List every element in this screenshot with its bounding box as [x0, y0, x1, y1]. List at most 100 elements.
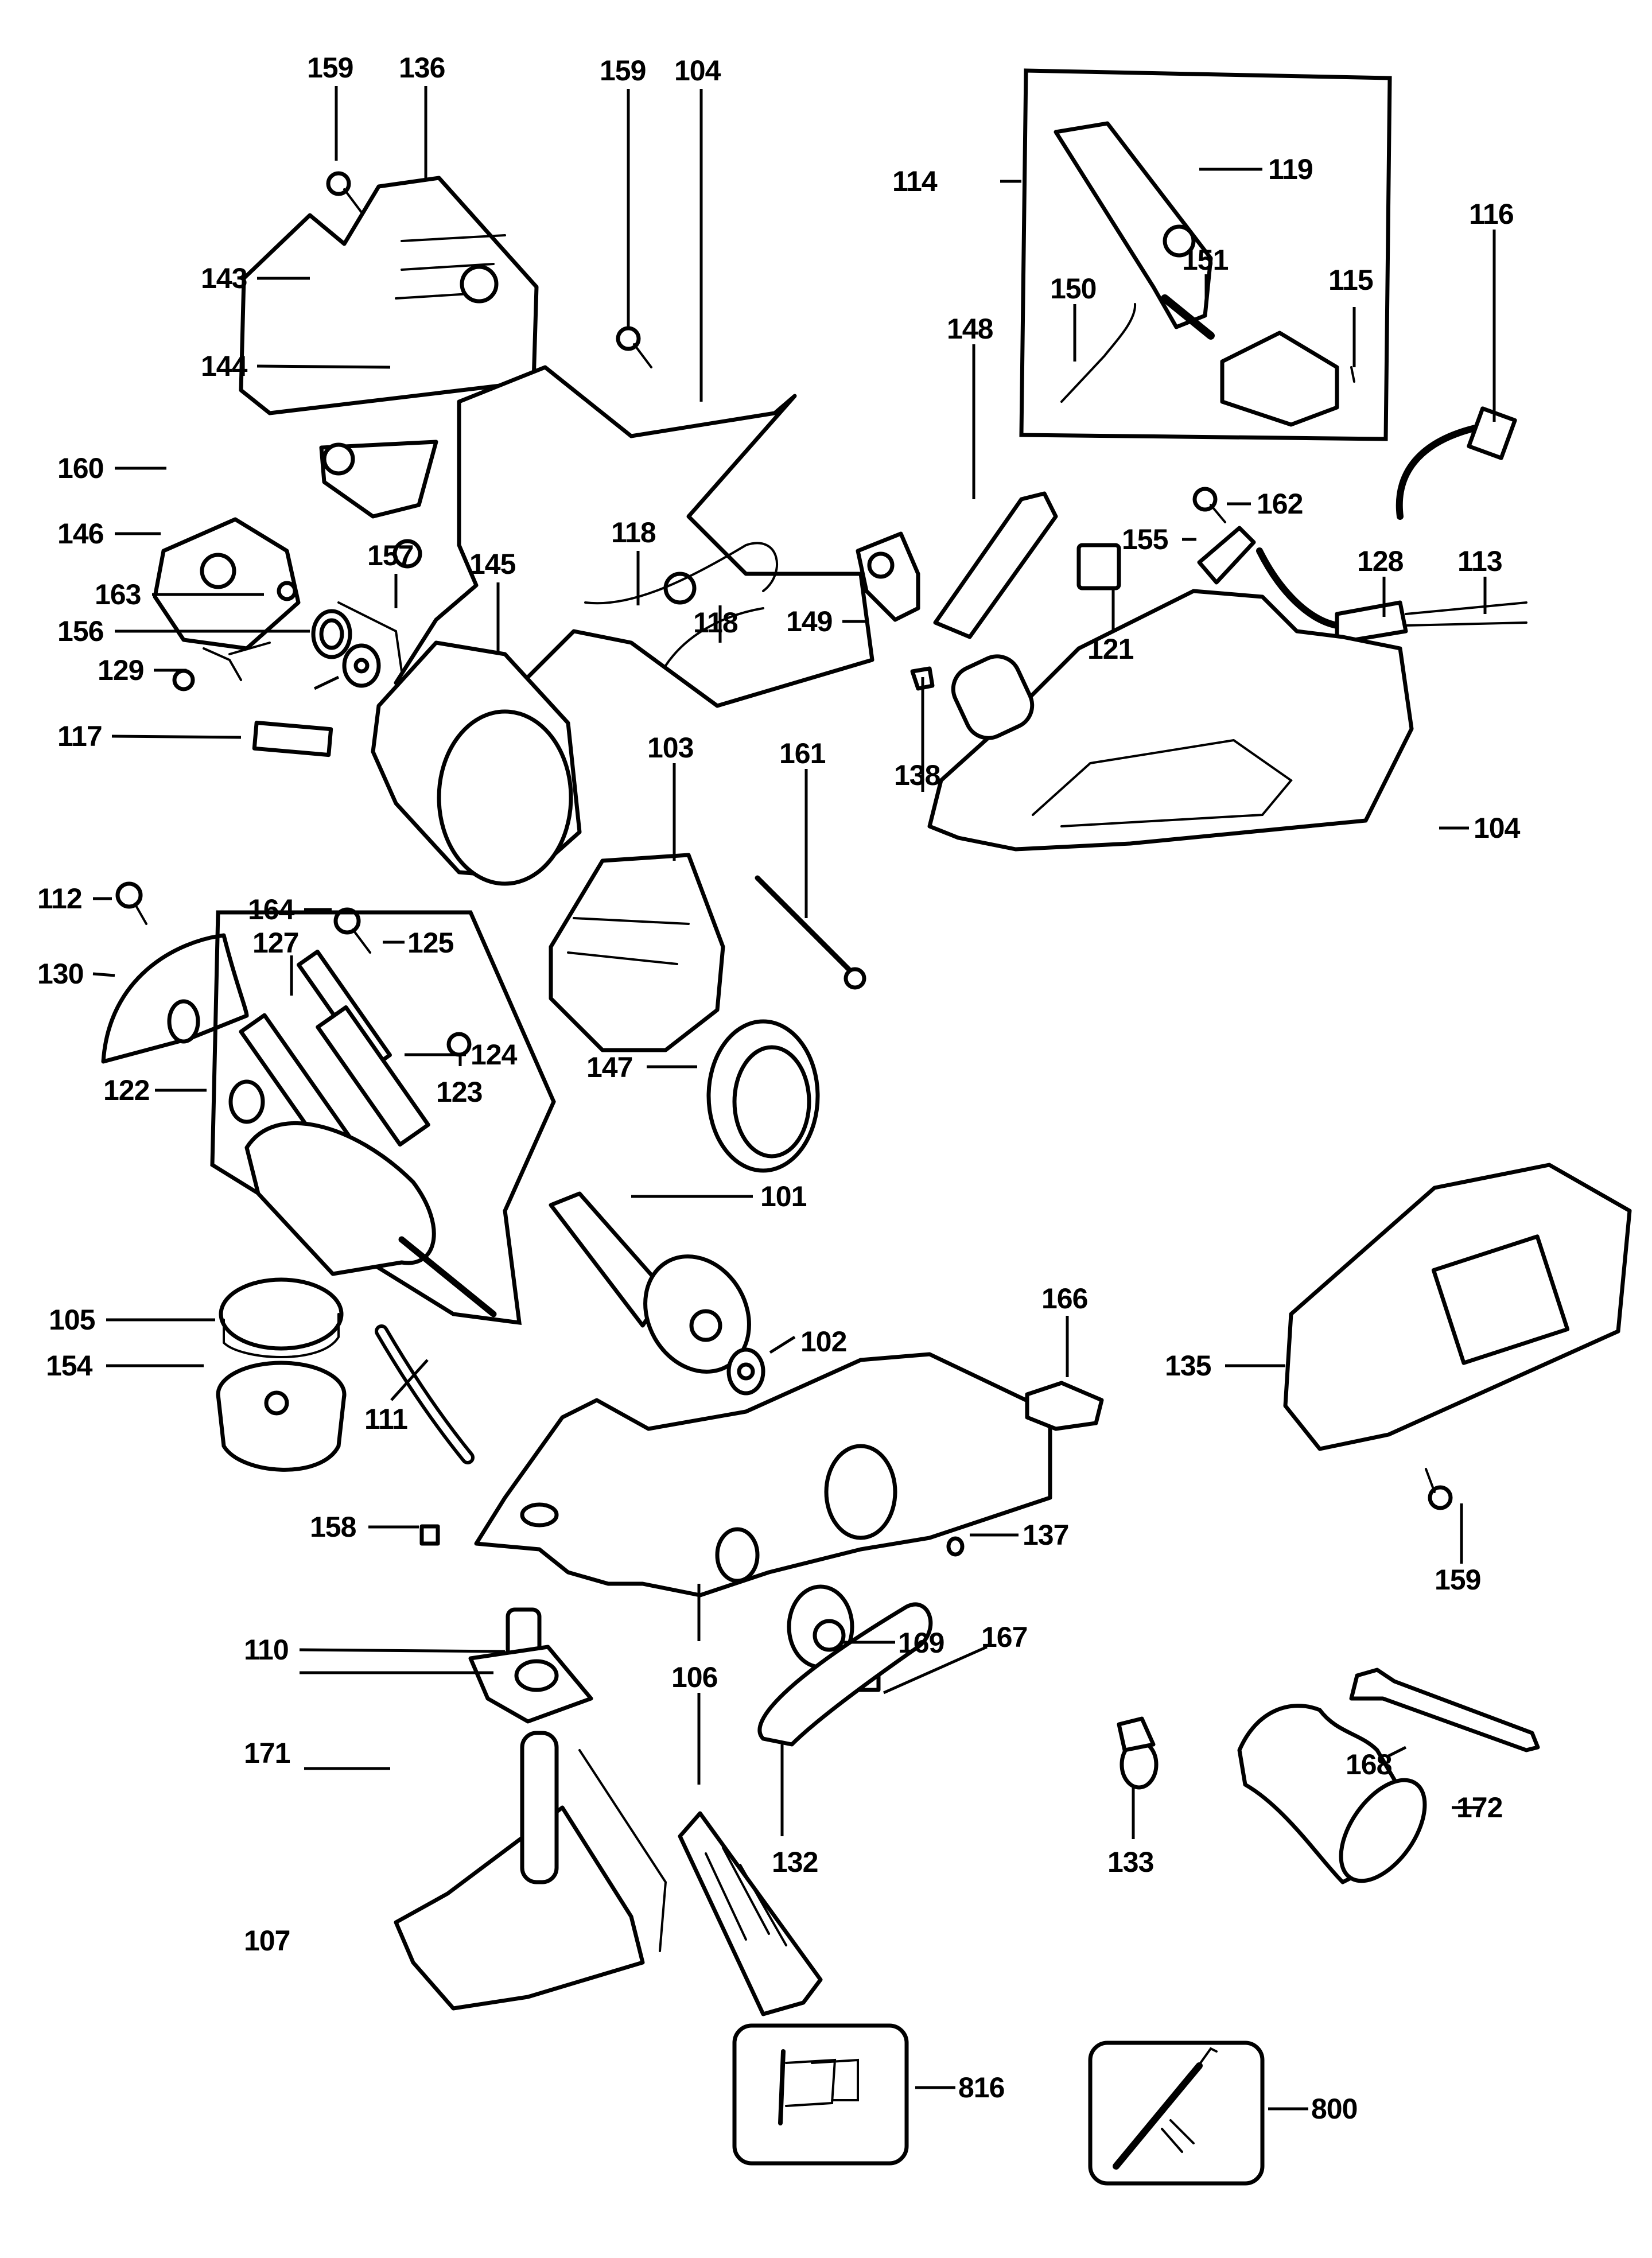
- part-133-small-pulley: [1117, 1716, 1159, 1790]
- callout-800: 800: [1311, 2093, 1357, 2125]
- callout-171: 171: [244, 1737, 290, 1769]
- part-130-baffle: [101, 933, 249, 1064]
- callout-816: 816: [958, 2072, 1004, 2104]
- part-115-pin: [1350, 366, 1355, 383]
- callout-113: 113: [1457, 545, 1502, 577]
- part-121-switch-body: [1220, 331, 1339, 427]
- callout-111: 111: [364, 1403, 407, 1435]
- part-123-screw: [446, 1032, 472, 1057]
- leader-111: [390, 1359, 429, 1401]
- callout-129b: 129: [98, 654, 143, 686]
- part-161-long-screw: [755, 875, 866, 990]
- callout-147: 147: [586, 1051, 632, 1083]
- leader-102: [769, 1335, 796, 1354]
- leader-130: [92, 972, 115, 977]
- callout-121: 121: [1087, 633, 1134, 665]
- callout-115: 115: [1328, 264, 1373, 296]
- callout-148: 148: [947, 313, 993, 345]
- part-157-bearing: [342, 643, 381, 688]
- part-145-motor-housing: [371, 640, 582, 886]
- leader-157: [313, 675, 340, 690]
- callout-118a: 118: [611, 516, 656, 549]
- callout-123: 123: [436, 1076, 482, 1108]
- part-147-ring: [706, 1019, 820, 1173]
- callout-116: 116: [1469, 198, 1514, 230]
- part-107-front-shoe: [394, 1731, 667, 2011]
- part-116-cord-clamp: [1396, 406, 1517, 520]
- callout-labels: 159 136 159 104 143 144 160 146 163 156 …: [37, 52, 1521, 2125]
- part-135-belt-cover: [1283, 1163, 1632, 1451]
- part-149-lever: [856, 531, 920, 622]
- leader-117: [111, 734, 242, 739]
- part-119-trigger: [1054, 121, 1213, 329]
- callout-151: 151: [1182, 244, 1229, 276]
- leader-167: [883, 1645, 988, 1695]
- callout-149: 149: [786, 605, 832, 638]
- part-106-chute-piece: [678, 1811, 823, 2016]
- callout-150: 150: [1050, 273, 1096, 305]
- callout-156: 156: [57, 615, 103, 647]
- callout-104a: 104: [674, 55, 721, 87]
- callout-137: 137: [1023, 1519, 1068, 1551]
- callout-124: 124: [471, 1039, 518, 1071]
- part-121-small-switch: [1076, 543, 1121, 590]
- callout-143: 143: [201, 262, 247, 294]
- callout-138: 138: [894, 759, 940, 791]
- part-159a-screw: [326, 171, 363, 213]
- part-154-fan: [216, 1361, 347, 1472]
- callout-172: 172: [1456, 1791, 1502, 1824]
- callout-103: 103: [647, 732, 693, 764]
- callout-128: 128: [1357, 545, 1404, 577]
- part-103-field: [549, 853, 725, 1052]
- switch-assembly-box: [1019, 68, 1392, 441]
- callout-155: 155: [1122, 523, 1168, 555]
- callout-163: 163: [95, 578, 141, 611]
- part-128-113-cord: [1256, 547, 1527, 645]
- part-160-screw: [172, 669, 195, 691]
- callout-159c: 159: [1435, 1564, 1480, 1596]
- part-105-fan-cap: [219, 1277, 344, 1358]
- part-168-wrench: [1349, 1668, 1540, 1752]
- part-148-lever: [933, 491, 1058, 639]
- part-155-clamp: [1197, 526, 1256, 585]
- callout-101: 101: [760, 1180, 807, 1212]
- callout-169: 169: [898, 1627, 944, 1659]
- callout-119: 119: [1268, 153, 1313, 185]
- callout-160: 160: [57, 452, 103, 484]
- callout-110: 110: [244, 1634, 289, 1666]
- callout-105: 105: [49, 1304, 95, 1336]
- callout-117: 117: [57, 720, 102, 752]
- callout-104b: 104: [1474, 812, 1521, 844]
- part-129a-wire: [337, 601, 403, 673]
- part-162-screw: [1192, 487, 1226, 523]
- callout-146: 146: [57, 518, 103, 550]
- part-166-clip: [1025, 1381, 1104, 1431]
- part-104-housing-outer: [927, 589, 1414, 852]
- part-111-rubber-strip: [375, 1324, 475, 1464]
- part-146-brush-plate: [153, 517, 301, 651]
- callout-118b: 118: [693, 607, 738, 639]
- callout-129a: 157: [367, 539, 413, 572]
- callout-144: 144: [201, 350, 248, 382]
- part-102-bearing: [726, 1347, 765, 1396]
- callout-159b: 159: [600, 55, 646, 87]
- part-136-handle-cover: [239, 176, 539, 415]
- callout-167: 167: [981, 1621, 1027, 1653]
- part-156-bearing-cup: [311, 609, 352, 659]
- part-159b-screw: [616, 326, 652, 368]
- callout-114: 114: [892, 165, 938, 197]
- callout-158: 158: [310, 1511, 356, 1543]
- part-117-terminal: [252, 720, 333, 757]
- part-118-wires: [584, 542, 778, 667]
- part-137-bushing: [946, 1536, 965, 1557]
- leader-168: [1387, 1746, 1407, 1758]
- callout-166: 166: [1041, 1282, 1087, 1315]
- part-132-belt: [757, 1602, 933, 1747]
- part-143-depth-lever: [319, 440, 438, 519]
- callout-164: 164: [248, 893, 295, 926]
- callout-168: 168: [1346, 1748, 1392, 1781]
- part-112-screw: [115, 881, 147, 925]
- part-800-service-kit-box: [1088, 2041, 1265, 2186]
- callout-125: 125: [407, 927, 454, 959]
